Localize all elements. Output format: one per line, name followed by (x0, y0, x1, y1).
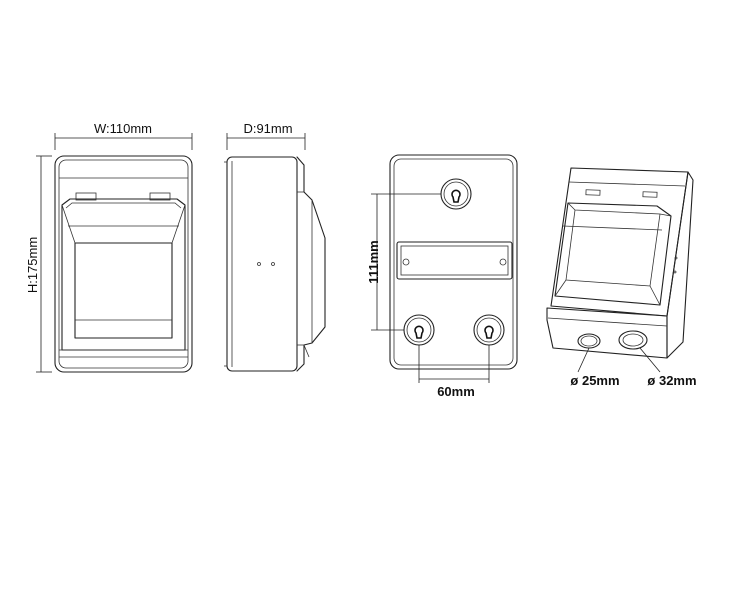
mount-vertical-label: 111mm (366, 240, 381, 283)
mount-vertical-dimension: 111mm (366, 193, 441, 331)
back-view: 111mm 60mm (366, 154, 518, 399)
width-label: W:110mm (94, 121, 152, 136)
keyhole-right (473, 314, 505, 346)
side-view: D:91mm (224, 121, 326, 372)
depth-dimension: D:91mm (226, 121, 306, 150)
front-view: W:110mm H:175mm (25, 121, 193, 373)
keyhole-top (440, 178, 472, 210)
keyhole-left (403, 314, 435, 346)
knockout-small-label: ø 25mm (570, 373, 619, 388)
knockout-small (577, 333, 601, 349)
mount-horizontal-dimension: 60mm (418, 345, 490, 399)
depth-label: D:91mm (243, 121, 292, 136)
height-label: H:175mm (25, 237, 40, 293)
isometric-view: ø 25mm ø 32mm (546, 167, 697, 388)
knockout-large-label: ø 32mm (647, 373, 696, 388)
knockout-large (618, 330, 648, 350)
width-dimension: W:110mm (54, 121, 193, 150)
height-dimension: H:175mm (25, 155, 52, 373)
mount-horizontal-label: 60mm (437, 384, 475, 399)
